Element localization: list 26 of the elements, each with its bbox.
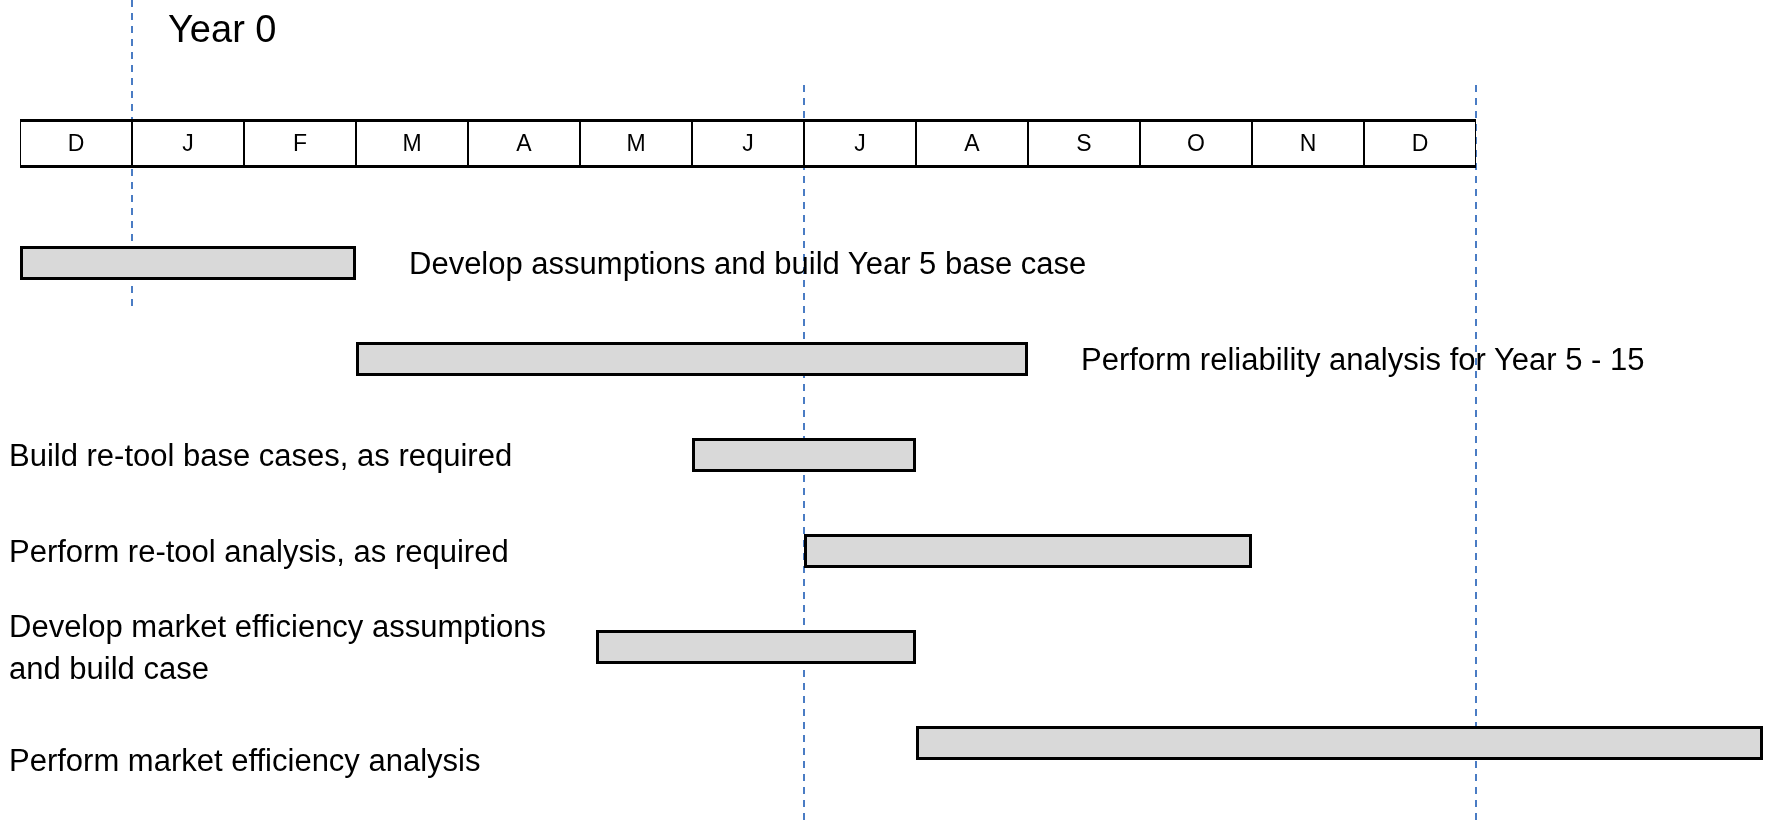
task-bar — [692, 438, 916, 472]
task-label: Develop assumptions and build Year 5 base case — [409, 245, 1087, 283]
month-cell: J — [692, 119, 804, 168]
month-cell: M — [356, 119, 468, 168]
month-cell: D — [1364, 119, 1476, 168]
task-bar — [916, 726, 1763, 760]
month-cell: A — [916, 119, 1028, 168]
month-cell: J — [804, 119, 916, 168]
month-cell: F — [244, 119, 356, 168]
month-cell: O — [1140, 119, 1252, 168]
task-label: Build re-tool base cases, as required — [9, 437, 513, 475]
month-cell: J — [132, 119, 244, 168]
task-bar — [356, 342, 1028, 376]
month-cell: N — [1252, 119, 1364, 168]
month-cell: D — [20, 119, 132, 168]
task-label: Perform reliability analysis for Year 5 - 15 — [1081, 341, 1645, 379]
task-bar — [595, 630, 916, 664]
task-label: Develop market efficiency assumptions and build case — [9, 608, 547, 688]
month-cell: S — [1028, 119, 1140, 168]
task-bar — [804, 534, 1252, 568]
task-label: Perform market efficiency analysis — [9, 742, 481, 780]
task-bar — [20, 246, 356, 280]
month-cell: M — [580, 119, 692, 168]
month-cell: A — [468, 119, 580, 168]
year-heading: Year 0 — [168, 8, 277, 50]
task-label: Perform re-tool analysis, as required — [9, 533, 509, 571]
